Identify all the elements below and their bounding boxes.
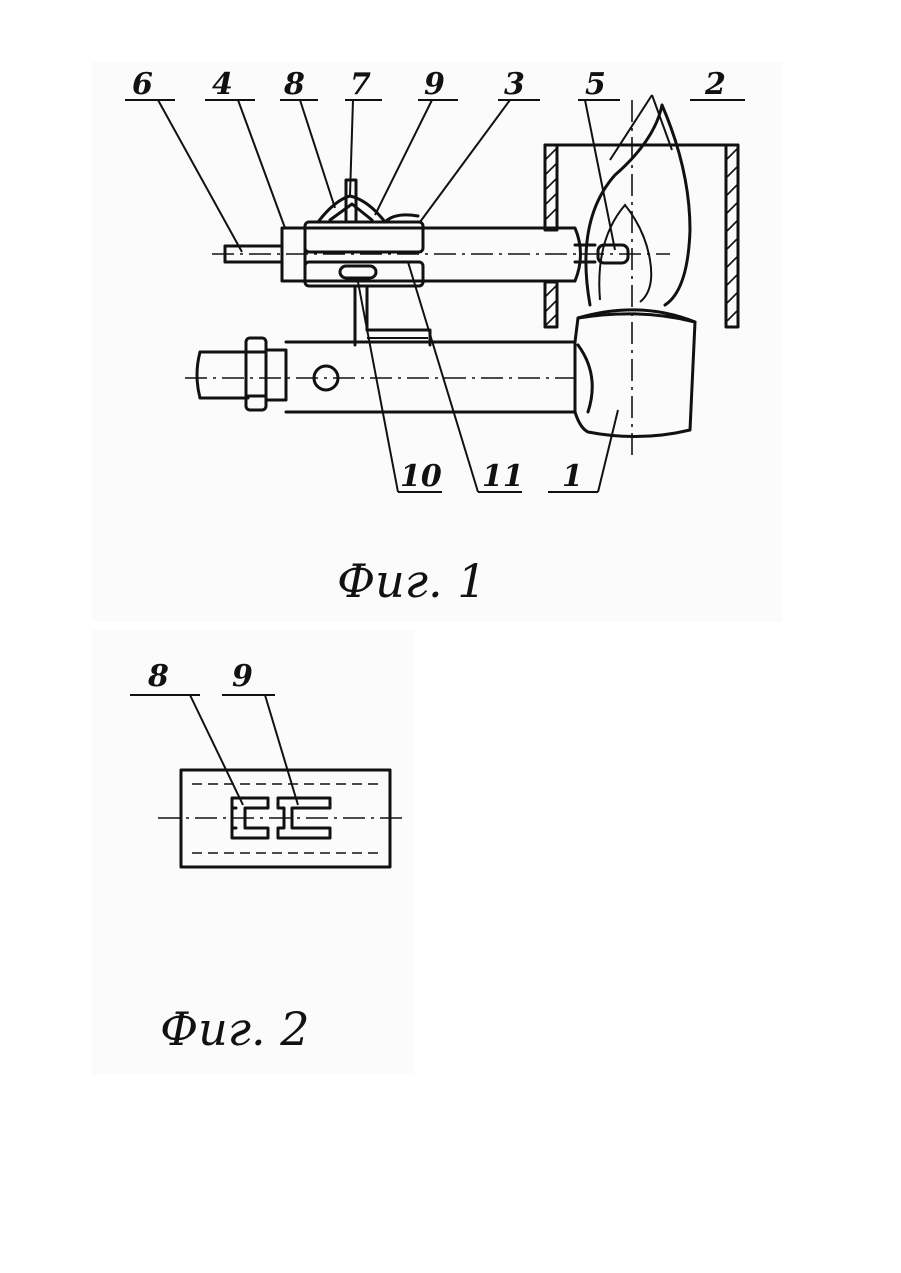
fig1-label-4: 4 [212, 67, 233, 102]
fig1-label-2: 2 [704, 67, 726, 102]
fig1-label-1: 1 [562, 459, 583, 494]
fig1-label-9: 9 [424, 67, 445, 102]
fig1-label-8: 8 [283, 67, 305, 102]
fig1-label-7: 7 [350, 67, 371, 102]
fig2-label-8: 8 [147, 659, 169, 694]
fig1-label-6: 6 [132, 67, 153, 102]
fig1-label-3: 3 [504, 67, 525, 102]
fig1-label-11: 11 [482, 459, 524, 494]
fig2-label-9: 9 [232, 659, 253, 694]
fig1-label-10: 10 [400, 459, 442, 494]
fig2-caption: Фиг. 2 [160, 1002, 310, 1056]
fig1-caption: Фиг. 1 [337, 554, 487, 608]
fig1-label-5: 5 [585, 67, 606, 102]
